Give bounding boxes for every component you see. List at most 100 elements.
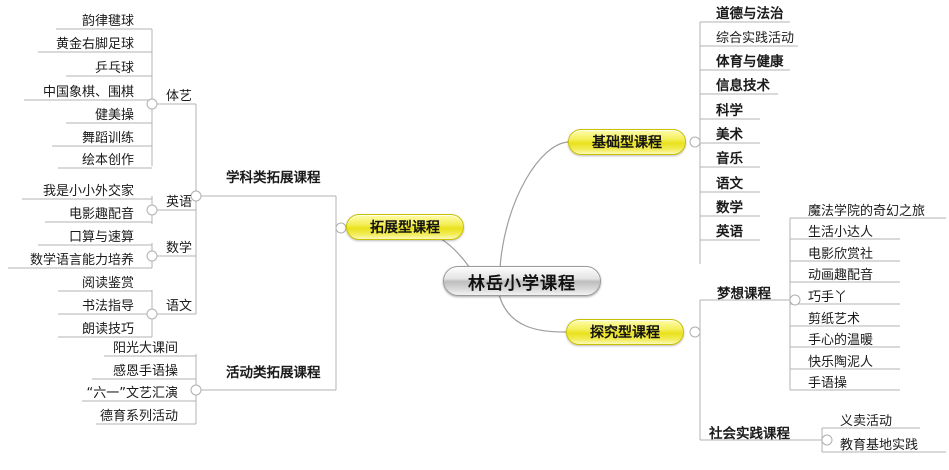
leaf-item[interactable]: 书法指导 xyxy=(18,300,138,315)
group-subject-expand[interactable]: 学科类拓展课程 xyxy=(222,170,325,188)
leaf-label: 阅读鉴赏 xyxy=(81,276,134,291)
leaf-label: 美术 xyxy=(716,127,743,143)
leaf-label: 手心的温暖 xyxy=(808,333,874,348)
leaf-item[interactable]: 手语操 xyxy=(804,377,851,392)
leaf-label: 教育基地实践 xyxy=(840,438,919,453)
category-chinese-label: 语文 xyxy=(166,299,193,314)
leaf-item[interactable]: 义卖活动 xyxy=(836,415,896,430)
leaf-item[interactable]: 生活小达人 xyxy=(804,226,877,241)
group-social-practice-label: 社会实践课程 xyxy=(709,426,790,442)
leaf-item[interactable]: 绘本创作 xyxy=(18,154,138,169)
leaf-label: 体育与健康 xyxy=(716,54,784,70)
category-chinese[interactable]: 语文 xyxy=(162,300,196,315)
leaf-label: 舞蹈训练 xyxy=(81,131,134,146)
category-english[interactable]: 英语 xyxy=(162,196,196,211)
leaf-item[interactable]: 快乐陶泥人 xyxy=(804,356,877,371)
leaf-item[interactable]: 魔法学院的奇幻之旅 xyxy=(804,205,929,220)
category-pe-art[interactable]: 体艺 xyxy=(162,90,196,105)
branch-basic-label: 基础型课程 xyxy=(592,135,662,151)
leaf-label: 道德与法治 xyxy=(716,6,784,22)
leaf-item[interactable]: 美术 xyxy=(712,127,747,145)
leaf-item[interactable]: 电影趣配音 xyxy=(8,208,138,223)
leaf-item[interactable]: 舞蹈训练 xyxy=(18,132,138,147)
leaf-item[interactable]: 口算与速算 xyxy=(4,231,138,246)
leaf-item[interactable]: “六一”文艺汇演 xyxy=(62,387,182,402)
leaf-item[interactable]: 英语 xyxy=(712,224,747,242)
leaf-item[interactable]: 剪纸艺术 xyxy=(804,313,864,328)
leaf-label: 数学 xyxy=(716,200,743,216)
group-subject-expand-label: 学科类拓展课程 xyxy=(226,170,321,186)
leaf-label: 手语操 xyxy=(808,376,848,391)
leaf-label: 德育系列活动 xyxy=(99,409,178,424)
leaf-item[interactable]: 阳光大课间 xyxy=(62,342,182,357)
category-math-label: 数学 xyxy=(166,241,193,256)
group-activity-expand-label: 活动类拓展课程 xyxy=(226,365,321,381)
leaf-label: 英语 xyxy=(716,224,743,240)
leaf-item[interactable]: 巧手丫 xyxy=(804,291,851,306)
leaf-label: 电影欣赏社 xyxy=(808,247,874,262)
leaf-item[interactable]: 科学 xyxy=(712,104,747,121)
leaf-label: 朗读技巧 xyxy=(81,322,134,337)
leaf-item[interactable]: 我是小小外交家 xyxy=(8,185,138,200)
leaf-item[interactable]: 语文 xyxy=(712,176,747,194)
leaf-label: 巧手丫 xyxy=(808,290,848,305)
leaf-label: 电影趣配音 xyxy=(68,207,134,222)
branch-basic[interactable]: 基础型课程 xyxy=(568,129,686,155)
leaf-label: 音乐 xyxy=(716,151,743,167)
leaf-item[interactable]: 教育基地实践 xyxy=(836,439,922,454)
leaf-label: 魔法学院的奇幻之旅 xyxy=(808,204,926,219)
leaf-label: 书法指导 xyxy=(81,299,134,314)
leaf-label: 乒乓球 xyxy=(94,61,134,76)
leaf-item[interactable]: 音乐 xyxy=(712,151,747,169)
leaf-label: 中国象棋、围棋 xyxy=(42,85,134,100)
group-activity-expand[interactable]: 活动类拓展课程 xyxy=(222,365,325,383)
leaf-label: 综合实践活动 xyxy=(716,31,795,46)
leaf-item[interactable]: 朗读技巧 xyxy=(18,323,138,338)
category-math[interactable]: 数学 xyxy=(162,242,196,257)
leaf-label: 健美操 xyxy=(94,108,134,123)
leaf-label: 剪纸艺术 xyxy=(808,312,861,327)
leaf-item[interactable]: 德育系列活动 xyxy=(62,410,182,425)
leaf-item[interactable]: 感恩手语操 xyxy=(62,365,182,380)
branch-inquiry[interactable]: 探究型课程 xyxy=(566,319,684,345)
leaf-label: 韵律毽球 xyxy=(81,14,134,29)
leaf-item[interactable]: 乒乓球 xyxy=(18,62,138,77)
leaf-label: 阳光大课间 xyxy=(112,341,178,356)
leaf-item[interactable]: 动画趣配音 xyxy=(804,269,877,284)
leaf-item[interactable]: 黄金右脚足球 xyxy=(18,38,138,53)
root-node[interactable]: 林岳小学课程 xyxy=(443,266,601,296)
leaf-label: 绘本创作 xyxy=(81,153,134,168)
leaf-item[interactable]: 阅读鉴赏 xyxy=(18,277,138,292)
leaf-item[interactable]: 体育与健康 xyxy=(712,54,788,72)
leaf-item[interactable]: 数学语言能力培养 xyxy=(4,254,138,269)
leaf-item[interactable]: 综合实践活动 xyxy=(712,32,798,47)
leaf-label: 黄金右脚足球 xyxy=(55,37,134,52)
branch-expand-label: 拓展型课程 xyxy=(370,220,440,236)
leaf-item[interactable]: 健美操 xyxy=(18,109,138,124)
branch-expand[interactable]: 拓展型课程 xyxy=(346,214,464,240)
leaf-label: 快乐陶泥人 xyxy=(808,355,874,370)
leaf-label: 口算与速算 xyxy=(68,230,134,245)
leaf-label: 语文 xyxy=(716,176,743,192)
leaf-item[interactable]: 道德与法治 xyxy=(712,6,788,24)
group-social-practice[interactable]: 社会实践课程 xyxy=(705,426,794,444)
group-dream[interactable]: 梦想课程 xyxy=(713,286,775,304)
leaf-item[interactable]: 电影欣赏社 xyxy=(804,248,877,263)
leaf-label: 我是小小外交家 xyxy=(42,184,134,199)
leaf-label: 义卖活动 xyxy=(840,414,893,429)
leaf-label: “六一”文艺汇演 xyxy=(86,386,178,401)
leaf-label: 信息技术 xyxy=(716,78,770,94)
leaf-label: 感恩手语操 xyxy=(112,364,178,379)
leaf-item[interactable]: 手心的温暖 xyxy=(804,334,877,349)
group-dream-label: 梦想课程 xyxy=(717,286,771,302)
leaf-item[interactable]: 信息技术 xyxy=(712,78,774,96)
leaf-label: 动画趣配音 xyxy=(808,268,874,283)
branch-inquiry-label: 探究型课程 xyxy=(590,325,660,341)
root-label: 林岳小学课程 xyxy=(468,273,576,294)
leaf-item[interactable]: 数学 xyxy=(712,200,747,218)
leaf-item[interactable]: 中国象棋、围棋 xyxy=(18,86,138,101)
category-pe-art-label: 体艺 xyxy=(166,89,193,104)
category-english-label: 英语 xyxy=(166,195,193,210)
leaf-item[interactable]: 韵律毽球 xyxy=(18,15,138,30)
